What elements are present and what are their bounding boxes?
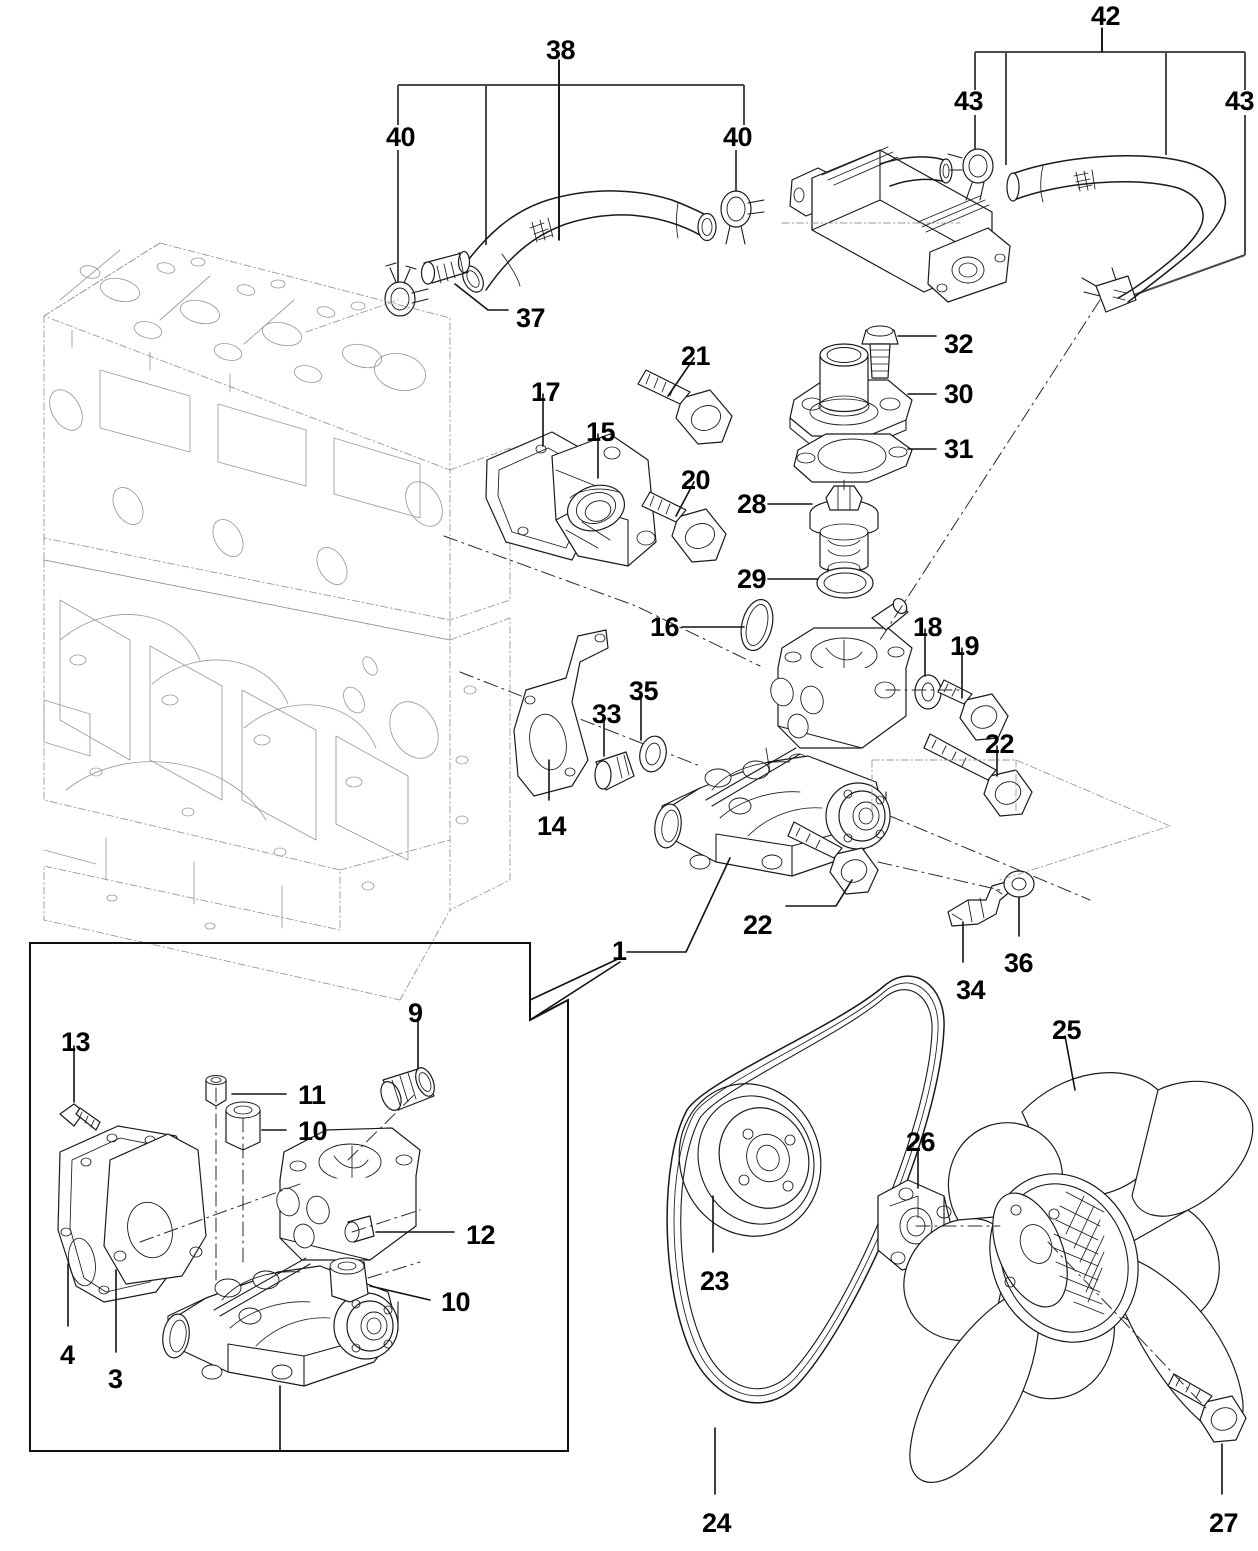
callout-26: 26 [906, 1127, 936, 1157]
leader-lines [67, 27, 1223, 1495]
callout-17: 17 [531, 377, 561, 407]
callout-37: 37 [516, 303, 546, 333]
water-pump-assembly-1 [654, 597, 913, 877]
flange-bolt-22-lower [787, 821, 879, 895]
flange-bolt-22-upper [923, 733, 1033, 817]
callout-40-left: 40 [386, 122, 416, 152]
callout-10-lower: 10 [441, 1287, 471, 1317]
callout-32: 32 [944, 329, 974, 359]
hose-connector-37 [420, 250, 471, 285]
callout-29: 29 [737, 564, 767, 594]
flange-bolt-32 [861, 325, 899, 379]
callout-20: 20 [681, 465, 711, 495]
callout-30: 30 [944, 379, 974, 409]
cooling-fan-25 [903, 1072, 1254, 1483]
plain-washer-18 [914, 674, 942, 710]
callout-18: 18 [913, 612, 943, 642]
callout-43-left: 43 [954, 86, 984, 116]
seal-washer-35 [639, 735, 667, 773]
callout-22-lower: 22 [743, 910, 773, 940]
bracket-42 [974, 28, 1246, 301]
callout-3: 3 [108, 1364, 123, 1394]
callout-38: 38 [546, 35, 576, 65]
callout-16: 16 [650, 612, 680, 642]
gasket-14 [513, 629, 609, 797]
o-ring-16 [740, 598, 774, 652]
pipe-joint-9 [380, 1067, 435, 1111]
flange-bolt-19 [937, 679, 1009, 741]
callout-9: 9 [408, 998, 423, 1028]
screw-13 [59, 1103, 101, 1131]
callout-25: 25 [1052, 1015, 1082, 1045]
coolant-temp-sensor-34 [947, 881, 1013, 927]
callout-23: 23 [700, 1266, 730, 1296]
flange-bolt-27 [1167, 1373, 1247, 1443]
callout-19: 19 [950, 631, 980, 661]
thermostat-gasket-31 [793, 433, 913, 483]
bushing-10-lower [329, 1257, 369, 1303]
hose-clamp-40-left [384, 262, 429, 317]
seal-washer-36 [1003, 870, 1035, 898]
o-ring-29 [816, 567, 874, 599]
callout-14: 14 [537, 811, 567, 841]
hose-clamp-43-left [947, 148, 994, 201]
inset-water-pump-detail [57, 1067, 435, 1387]
callout-36: 36 [1004, 948, 1034, 978]
callout-1: 1 [612, 936, 627, 966]
callout-13: 13 [61, 1027, 91, 1057]
callout-42: 42 [1091, 1, 1121, 31]
egr-hose-42 [1006, 155, 1227, 303]
callout-21: 21 [681, 341, 711, 371]
flange-bolt-21 [637, 369, 733, 445]
callout-22-upper: 22 [985, 729, 1015, 759]
callout-12: 12 [466, 1220, 496, 1250]
plug-33 [594, 751, 635, 791]
callout-33: 33 [592, 699, 622, 729]
pulley-23 [678, 1083, 822, 1237]
egr-cooler [781, 146, 1011, 303]
callout-40-right: 40 [723, 122, 753, 152]
hose-clamp-40-right [720, 190, 765, 245]
water-inlet-housing-15 [551, 433, 657, 567]
callout-43-right: 43 [1225, 86, 1255, 116]
callout-34: 34 [956, 975, 986, 1005]
callout-4: 4 [60, 1340, 75, 1370]
callout-28: 28 [737, 489, 767, 519]
flange-bolt-20 [641, 491, 727, 563]
callout-24: 24 [702, 1508, 732, 1538]
callout-35: 35 [629, 676, 659, 706]
hose-clamp-43-right [1081, 267, 1137, 313]
thermostat-cover-30 [789, 343, 913, 447]
callout-15: 15 [586, 417, 616, 447]
engine-block-phantom [43, 242, 511, 1001]
callout-27: 27 [1209, 1508, 1239, 1538]
callout-10-upper: 10 [298, 1116, 328, 1146]
coolant-hose-38 [461, 190, 717, 293]
callout-31: 31 [944, 434, 974, 464]
callout-11: 11 [298, 1080, 326, 1110]
